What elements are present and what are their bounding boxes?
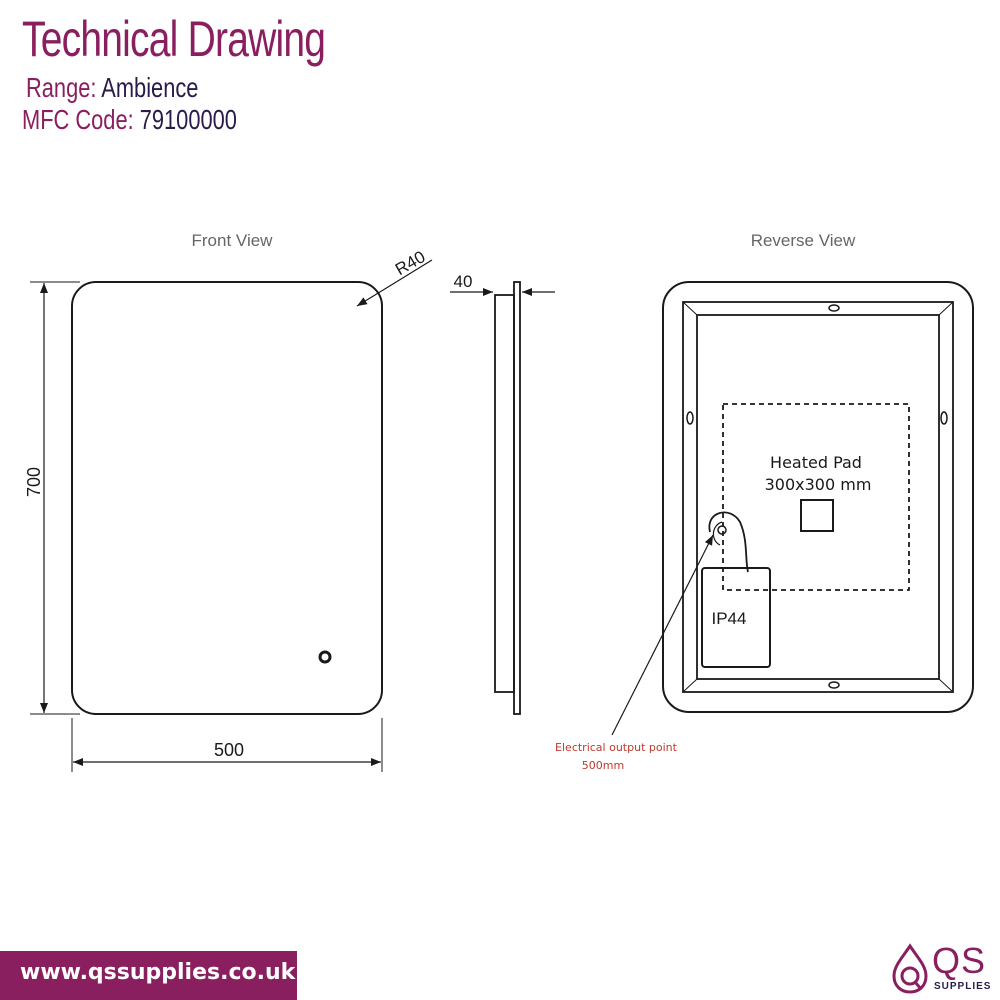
height-dimension bbox=[30, 281, 80, 715]
ip-rating-label: IP44 bbox=[712, 609, 747, 628]
page-title: Technical Drawing bbox=[22, 11, 326, 67]
range-line: Range: Ambience bbox=[26, 72, 198, 104]
cable-icon bbox=[708, 511, 749, 573]
front-view-label: Front View bbox=[192, 231, 274, 250]
heated-pad-size: 300x300 mm bbox=[765, 475, 872, 494]
heated-pad-label: Heated Pad bbox=[770, 453, 862, 472]
mfc-label: MFC Code: bbox=[22, 104, 134, 135]
reverse-view-label: Reverse View bbox=[751, 231, 856, 250]
depth-label: 40 bbox=[454, 272, 473, 291]
junction-box bbox=[701, 567, 771, 668]
heated-pad-connector bbox=[800, 499, 834, 532]
radius-leader bbox=[356, 259, 433, 307]
reverse-mirror bbox=[662, 281, 974, 713]
mfc-line: MFC Code: 79100000 bbox=[22, 104, 237, 136]
height-label: 700 bbox=[24, 467, 44, 497]
width-dimension bbox=[71, 718, 383, 772]
droplet-icon bbox=[892, 943, 928, 994]
website-link[interactable]: www.qssupplies.co.uk bbox=[20, 960, 296, 985]
width-label: 500 bbox=[214, 740, 244, 760]
electrical-output-leader bbox=[611, 534, 714, 736]
logo-text: QS bbox=[932, 940, 987, 981]
front-mirror-outline bbox=[71, 281, 383, 715]
company-logo: QS SUPPLIES bbox=[888, 940, 996, 996]
radius-label: R40 bbox=[392, 247, 429, 279]
range-value: Ambience bbox=[101, 72, 199, 103]
side-view bbox=[450, 281, 555, 715]
electrical-output-label: Electrical output point bbox=[555, 741, 678, 754]
heated-pad-outline bbox=[722, 403, 910, 591]
footer-bar: www.qssupplies.co.uk bbox=[0, 951, 297, 1000]
range-label: Range: bbox=[26, 72, 97, 103]
hanging-bracket-icon bbox=[686, 304, 948, 689]
logo-subtext: SUPPLIES bbox=[934, 981, 992, 992]
touch-sensor-icon bbox=[318, 650, 332, 664]
electrical-output-distance: 500mm bbox=[582, 759, 624, 772]
mfc-value: 79100000 bbox=[139, 104, 237, 135]
